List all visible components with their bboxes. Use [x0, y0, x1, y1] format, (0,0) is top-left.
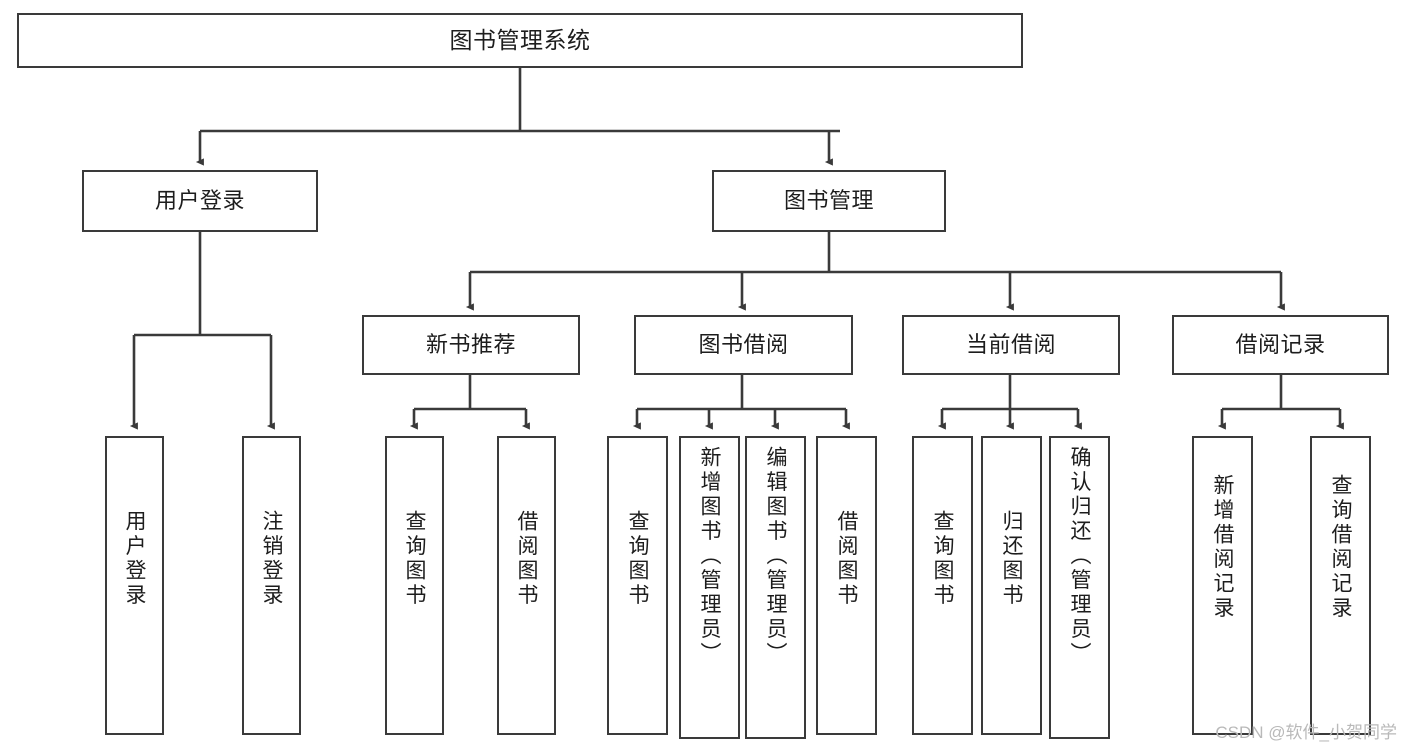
leaf-query-borrow-record[interactable]: 查询借阅记录 — [1310, 436, 1371, 735]
node-borrow-records[interactable]: 借阅记录 — [1172, 315, 1389, 375]
node-root-book-management-system[interactable]: 图书管理系统 — [17, 13, 1023, 68]
node-label: 图书管理 — [783, 188, 874, 214]
node-label: 新增借阅记录 — [1211, 474, 1234, 621]
leaf-logout[interactable]: 注销登录 — [242, 436, 301, 735]
node-label: 查询图书 — [931, 510, 954, 608]
node-label: 新增图书（管理员） — [698, 446, 721, 667]
node-label: 用户登录 — [154, 188, 245, 214]
node-label: 查询图书 — [626, 510, 649, 608]
node-user-login[interactable]: 用户登录 — [82, 170, 318, 232]
node-label: 借阅图书 — [835, 510, 858, 608]
node-label: 注销登录 — [260, 510, 283, 608]
leaf-add-book-admin[interactable]: 新增图书（管理员） — [679, 436, 740, 739]
node-label: 借阅图书 — [515, 510, 538, 608]
leaf-add-borrow-record[interactable]: 新增借阅记录 — [1192, 436, 1253, 735]
node-label: 新书推荐 — [425, 332, 516, 358]
csdn-watermark: CSDN @软件_小贺同学 — [1215, 723, 1397, 742]
leaf-lend-book[interactable]: 借阅图书 — [816, 436, 877, 735]
node-label: 图书管理系统 — [449, 26, 591, 53]
leaf-query-book-borrow[interactable]: 查询图书 — [607, 436, 668, 735]
node-book-management[interactable]: 图书管理 — [712, 170, 946, 232]
node-label: 编辑图书（管理员） — [764, 446, 787, 667]
leaf-query-book-current[interactable]: 查询图书 — [912, 436, 973, 735]
leaf-edit-book-admin[interactable]: 编辑图书（管理员） — [745, 436, 806, 739]
node-book-borrowing[interactable]: 图书借阅 — [634, 315, 853, 375]
leaf-confirm-return-admin[interactable]: 确认归还（管理员） — [1049, 436, 1110, 739]
node-label: 用户登录 — [123, 510, 146, 608]
node-label: 图书借阅 — [698, 332, 789, 358]
node-label: 查询图书 — [403, 510, 426, 608]
leaf-borrow-book-newbook[interactable]: 借阅图书 — [497, 436, 556, 735]
leaf-query-book-newbook[interactable]: 查询图书 — [385, 436, 444, 735]
leaf-return-book[interactable]: 归还图书 — [981, 436, 1042, 735]
node-label: 查询借阅记录 — [1329, 474, 1352, 621]
node-label: 归还图书 — [1000, 510, 1023, 608]
node-new-book-recommendation[interactable]: 新书推荐 — [362, 315, 580, 375]
node-label: 当前借阅 — [965, 332, 1056, 358]
node-current-borrowing[interactable]: 当前借阅 — [902, 315, 1120, 375]
node-label: 借阅记录 — [1235, 332, 1326, 358]
leaf-user-login[interactable]: 用户登录 — [105, 436, 164, 735]
node-label: 确认归还（管理员） — [1068, 446, 1091, 667]
